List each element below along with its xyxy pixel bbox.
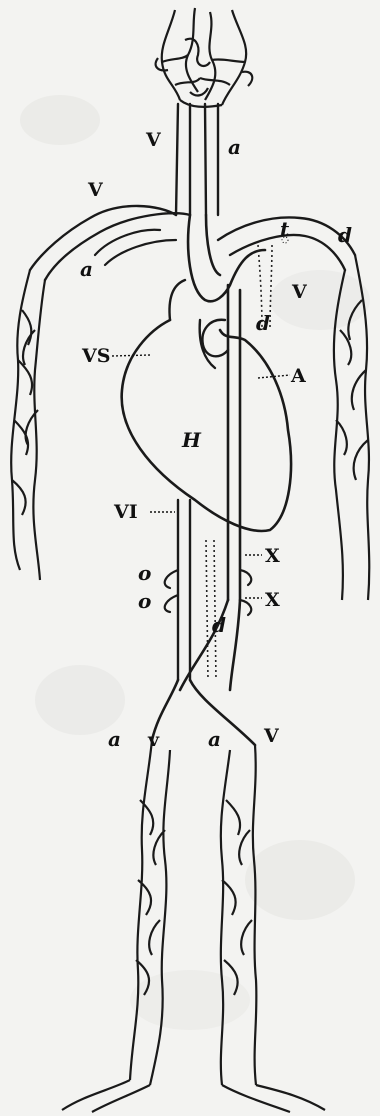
label-X-1: X bbox=[265, 545, 280, 567]
label-a-left-leg: a bbox=[108, 727, 121, 751]
head-capillary-network bbox=[156, 8, 253, 107]
paper-texture bbox=[20, 95, 370, 1030]
label-o-2: o bbox=[138, 589, 151, 613]
label-v-left-leg: v bbox=[147, 729, 160, 751]
label-d-upper: d bbox=[256, 311, 270, 335]
label-t: t bbox=[280, 217, 290, 241]
label-A: A bbox=[290, 365, 306, 387]
label-d-right-arm: d bbox=[338, 223, 352, 247]
label-V-head: V bbox=[145, 129, 162, 151]
label-o-1: o bbox=[138, 561, 151, 585]
neck-vessels bbox=[176, 104, 218, 215]
label-H: H bbox=[181, 428, 202, 452]
label-V-right-arm: V bbox=[291, 281, 308, 303]
label-X-2: X bbox=[265, 589, 280, 611]
label-V-left-arm: V bbox=[87, 179, 104, 201]
left-arm-vessels bbox=[11, 206, 190, 580]
label-a-head: a bbox=[228, 135, 241, 159]
aorta bbox=[188, 215, 265, 600]
label-VS: VS bbox=[81, 345, 110, 367]
label-VI: VI bbox=[113, 501, 138, 523]
label-V-right-leg: V bbox=[263, 725, 280, 747]
label-a-right-leg: a bbox=[208, 727, 221, 751]
label-a-left-arm: a bbox=[80, 257, 93, 281]
label-d-lower: d bbox=[212, 613, 226, 637]
leg-vessels bbox=[62, 740, 325, 1112]
